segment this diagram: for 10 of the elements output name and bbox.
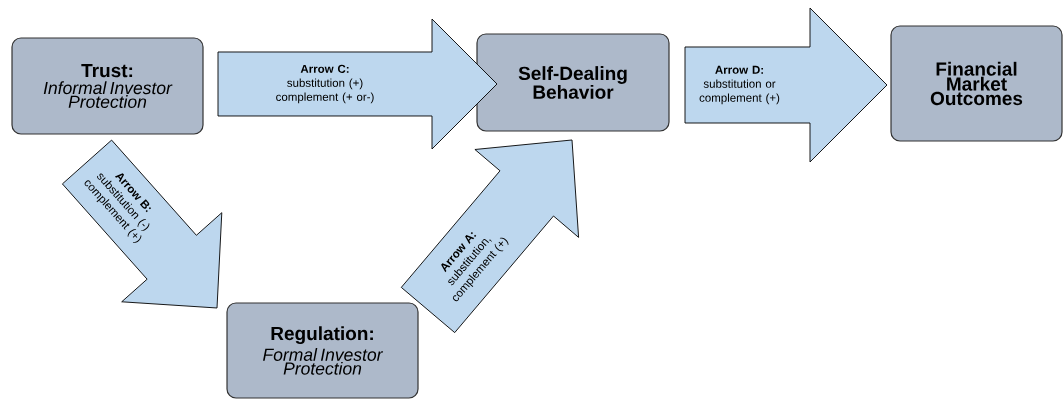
block-arrow <box>61 139 223 309</box>
process-box: Financial Market Outcomes <box>890 25 1063 142</box>
process-box: Trust: Informal Investor Protection <box>11 37 204 135</box>
process-box: Regulation: Formal Investor Protection <box>226 302 419 399</box>
edge-label: Arrow C: substitution (+) complement (+ or-) <box>276 64 374 104</box>
block-arrow <box>217 18 498 150</box>
block-arrow <box>684 7 888 163</box>
process-box: Self-Dealing Behavior <box>476 33 670 132</box>
block-arrow <box>400 139 580 334</box>
edge-label: Arrow D: substitution or complement (+) <box>699 65 780 105</box>
